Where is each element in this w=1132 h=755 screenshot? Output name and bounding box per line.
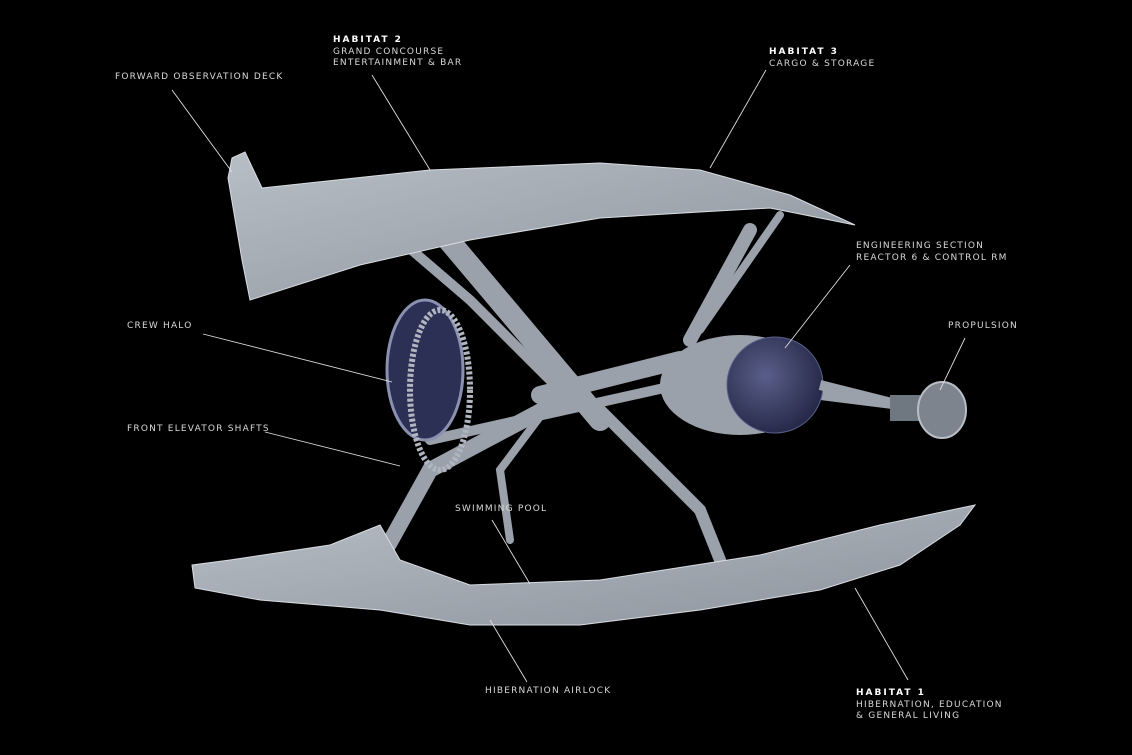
- label-text: & GENERAL LIVING: [856, 711, 961, 721]
- label-propulsion: PROPULSION: [948, 321, 1018, 333]
- label-text: HIBERNATION, EDUCATION: [856, 699, 1003, 710]
- label-text: ENTERTAINMENT & BAR: [333, 58, 463, 68]
- leader-lines: [171, 69, 966, 683]
- label-title: HABITAT 2: [333, 35, 403, 45]
- label-text: FRONT ELEVATOR SHAFTS: [127, 424, 270, 434]
- label-text: ENGINEERING SECTION: [856, 241, 985, 251]
- support-struts: [372, 211, 905, 568]
- label-text: FORWARD OBSERVATION DECK: [115, 72, 284, 82]
- label-title: HABITAT 1: [856, 688, 926, 698]
- label-title: HABITAT 3: [769, 47, 839, 57]
- label-hibernation-airlock: HIBERNATION AIRLOCK: [485, 686, 611, 698]
- lower-habitat-ski: [191, 504, 977, 626]
- label-front-elevator-shafts: FRONT ELEVATOR SHAFTS: [127, 424, 270, 436]
- label-text: SWIMMING POOL: [455, 504, 548, 514]
- label-crew-halo: CREW HALO: [127, 321, 193, 333]
- upper-habitat-wing: [227, 151, 856, 301]
- propulsion-unit: [890, 381, 967, 439]
- label-forward-observation-deck: FORWARD OBSERVATION DECK: [115, 72, 284, 84]
- label-text: CARGO & STORAGE: [769, 58, 876, 69]
- engineering-section: [660, 335, 902, 435]
- label-text: GRAND CONCOURSE: [333, 46, 445, 57]
- label-text: CREW HALO: [127, 321, 193, 331]
- label-text: REACTOR 6 & CONTROL RM: [856, 252, 1008, 263]
- label-swimming-pool: SWIMMING POOL: [455, 504, 547, 516]
- label-text: PROPULSION: [948, 321, 1018, 331]
- crew-halo: [385, 298, 473, 473]
- label-text: HIBERNATION AIRLOCK: [485, 686, 612, 696]
